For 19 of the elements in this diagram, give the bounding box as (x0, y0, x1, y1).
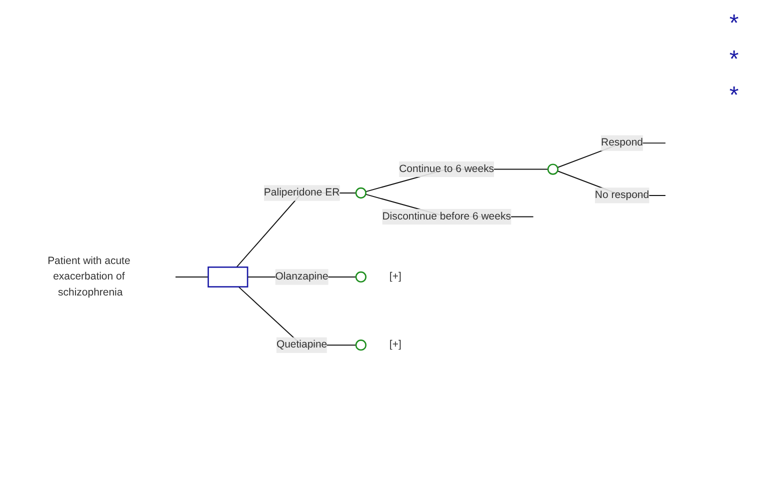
chance-node (547, 164, 558, 176)
branch-label: Quetiapine (276, 338, 328, 354)
branch-label: Respond (601, 136, 643, 152)
collapsed-branch-mark: [+] (389, 340, 402, 351)
case-label: Patient with acute exacerbation of schizophrenia (48, 256, 130, 298)
chance-node (355, 340, 366, 352)
asterisk-mark: * (728, 46, 740, 74)
chance-node (355, 188, 366, 200)
chance-node (355, 272, 366, 284)
decision-node (208, 267, 248, 288)
asterisk-mark: * (728, 82, 740, 110)
branch-line (175, 276, 209, 278)
collapsed-branch-mark: [+] (389, 272, 402, 283)
branch-label: No respond (594, 188, 650, 204)
branch-label: Discontinue before 6 weeks (382, 209, 511, 226)
branch-label: Paliperidone ER (264, 186, 340, 202)
branch-label: Olanzapine (275, 270, 328, 286)
branch-label: Continue to 6 weeks (399, 162, 494, 178)
asterisk-mark: * (728, 10, 740, 38)
